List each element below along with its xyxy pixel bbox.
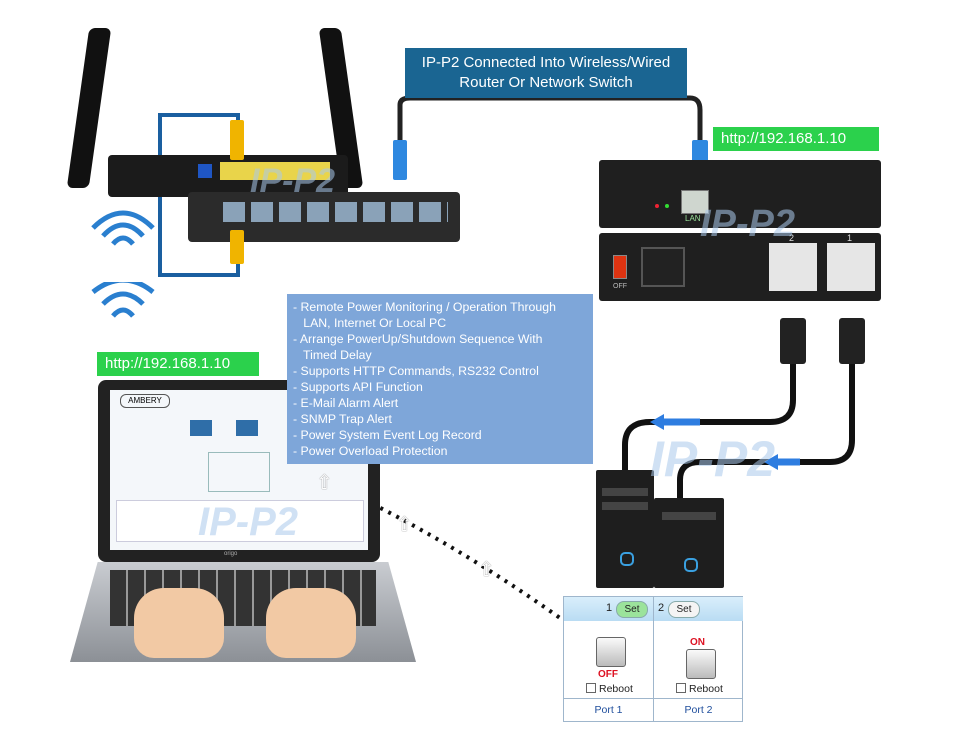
laptop-ip-label: http://192.168.1.10 [97,352,259,376]
feature-item: - Remote Power Monitoring / Operation Th… [293,300,556,314]
computer-tower-icon [654,498,724,588]
hand-icon [266,588,356,658]
hand-icon [134,588,224,658]
router-lan-ports [220,162,330,180]
ethernet-plug-icon [393,140,407,180]
port-number: 1 [606,602,613,614]
flow-arrow-head-1 [650,414,664,430]
feature-item: Timed Delay [293,348,372,362]
cursor-icon: ⇧ [478,559,495,581]
port-footer: Port 2 [654,698,743,721]
port-state-label: OFF [598,669,618,680]
screen-table [116,500,364,542]
pdu-outlet-1 [827,243,875,291]
power-plug-icon [780,318,806,364]
wifi-icon [91,210,155,246]
network-switch [188,192,460,242]
pdu-power-module: OFF 2 1 [599,233,881,301]
feature-item: - Power System Event Log Record [293,428,482,442]
ethernet-plug-icon [230,120,244,160]
port-footer: Port 1 [564,698,653,721]
features-list: - Remote Power Monitoring / Operation Th… [287,294,593,464]
pdu-power-switch [613,255,627,279]
feature-item: - SNMP Trap Alert [293,412,392,426]
lan-cable [397,95,703,160]
pdu-iec-inlet [641,247,685,287]
reboot-label: Reboot [689,683,723,695]
screen-tile [236,420,258,436]
feature-item: - Arrange PowerUp/Shutdown Sequence With [293,332,543,346]
watermark: IP-P2 [198,500,299,544]
pdu-switch-label: OFF [613,283,627,290]
feature-item: - E-Mail Alarm Alert [293,396,399,410]
feature-item: LAN, Internet Or Local PC [293,316,447,330]
flow-arrow-head-2 [764,454,778,470]
pdu-outlet-1-number: 1 [847,233,853,243]
banner-line-2: Router Or Network Switch [459,74,633,91]
set-button[interactable]: Set [668,601,700,618]
watermark: IP-P2 [700,203,796,245]
watermark: IP-P2 [250,162,336,200]
screen-tile [190,420,212,436]
device-ip-label: http://192.168.1.10 [713,127,879,151]
pdu-status-led [655,204,659,208]
pdu-network-module: LAN [599,160,881,228]
reboot-option[interactable]: Reboot [586,683,633,695]
switch-ports [223,202,448,222]
pdu-outlet-2-number: 2 [789,233,795,243]
wifi-icon [91,282,155,318]
feature-item: - Power Overload Protection [293,444,448,458]
screen-port-panel [208,452,270,492]
banner-line-1: IP-P2 Connected Into Wireless/Wired [421,54,671,71]
laptop-screen: AMBERY [110,390,368,550]
router-wan-port [198,164,212,178]
reboot-label: Reboot [599,683,633,695]
laptop-brand-logo: AMBERY [120,394,170,408]
watermark: IP-P2 [650,431,776,487]
set-button[interactable]: Set [616,601,648,618]
cursor-icon: ⇧ [396,514,413,536]
feature-item: - Supports HTTP Commands, RS232 Control [293,364,539,378]
connection-banner: IP-P2 Connected Into Wireless/Wired Rout… [405,48,687,98]
power-toggle-off[interactable] [596,637,626,667]
pdu-status-led [665,204,669,208]
reboot-checkbox[interactable] [676,683,686,693]
computer-tower-icon [596,470,654,588]
port-card-2: 2 Set ON Reboot Port 2 [654,597,743,721]
laptop-bezel-brand: origo [224,551,238,557]
power-cord-1 [622,360,796,475]
reboot-option[interactable]: Reboot [676,683,723,695]
port-number: 2 [658,602,665,614]
port-control-panel: 1 Set OFF Reboot Port 1 2 Set ON Reboot … [563,596,743,722]
power-toggle-on[interactable] [686,649,716,679]
port-state-label: ON [690,637,705,648]
reboot-checkbox[interactable] [586,683,596,693]
port-card-1: 1 Set OFF Reboot Port 1 [564,597,654,721]
ethernet-plug-icon [230,230,244,264]
cursor-icon: ⇧ [316,472,333,494]
pdu-lan-label: LAN [685,214,701,223]
pdu-outlet-2 [769,243,817,291]
pdu-lan-port [681,190,709,214]
feature-item: - Supports API Function [293,380,423,394]
power-plug-icon [839,318,865,364]
